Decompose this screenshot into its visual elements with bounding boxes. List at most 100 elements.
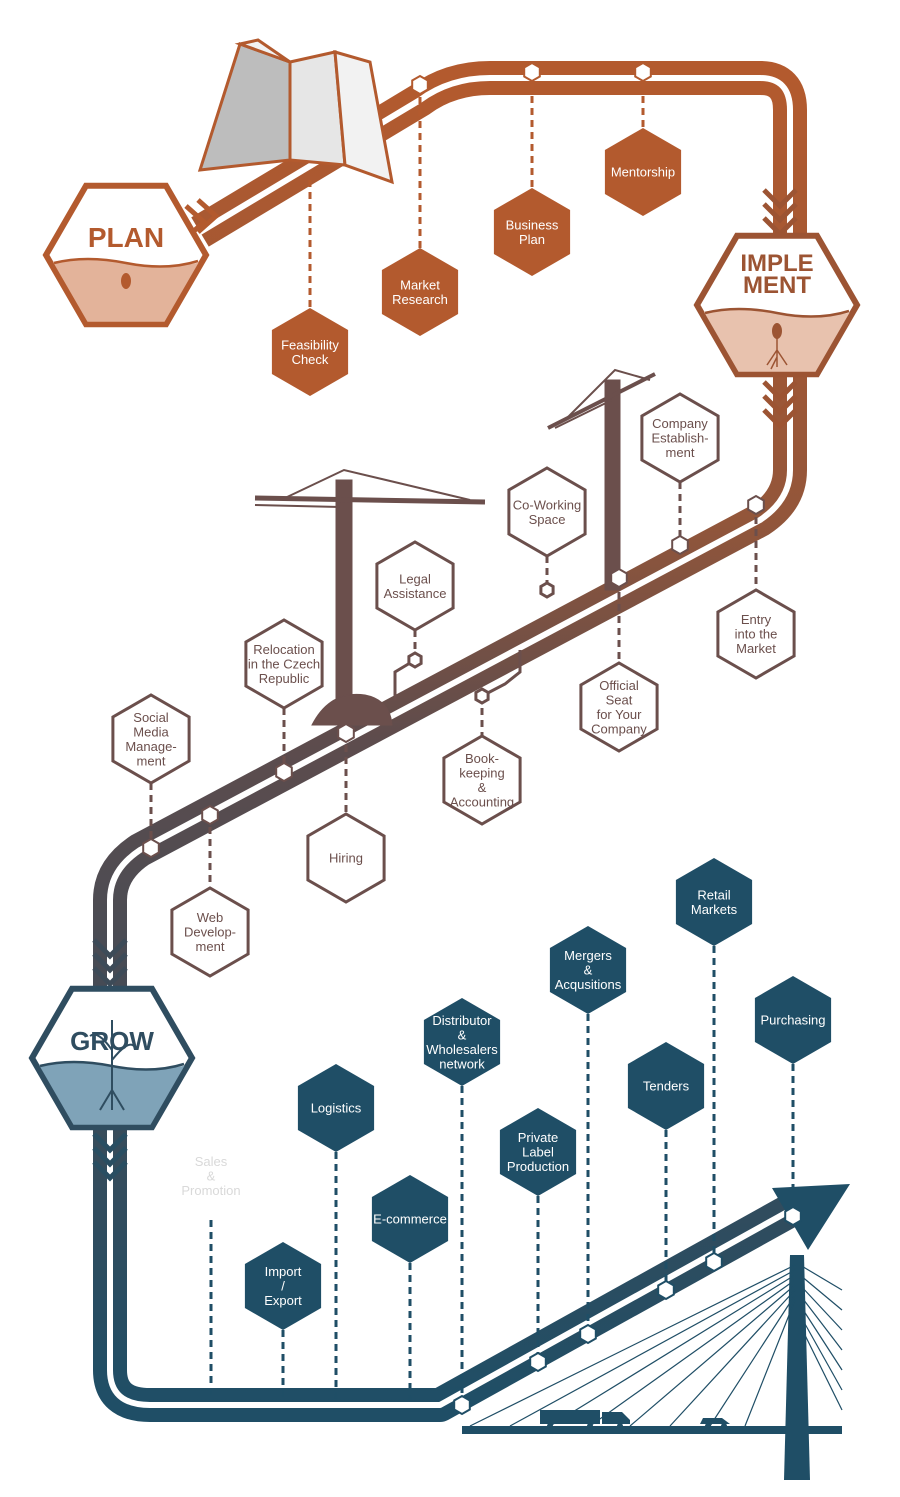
item-label: Company bbox=[591, 721, 647, 736]
item-label: for Your bbox=[597, 707, 642, 722]
item-label: Republic bbox=[259, 671, 310, 686]
road-node-dot bbox=[747, 494, 765, 516]
crane-icon bbox=[254, 468, 486, 726]
item-label: Label bbox=[522, 1145, 554, 1160]
item-label: Web bbox=[197, 910, 224, 925]
item-label: Mentorship bbox=[611, 165, 675, 180]
bridge-icon bbox=[462, 1255, 843, 1480]
item-label: Import bbox=[265, 1264, 302, 1279]
item-label: keeping bbox=[459, 765, 505, 780]
item-label: Purchasing bbox=[760, 1013, 825, 1028]
grow-item-hexagon: E-commerce bbox=[371, 1175, 449, 1263]
road-node-dot bbox=[784, 1205, 802, 1227]
road-node-dot bbox=[634, 61, 652, 83]
item-label: & bbox=[458, 1027, 467, 1042]
item-label: Retail bbox=[697, 887, 730, 902]
item-label: Plan bbox=[519, 232, 545, 247]
item-label: Space bbox=[529, 512, 566, 527]
item-label: Wholesalers bbox=[426, 1042, 498, 1057]
road-node-dot bbox=[142, 837, 160, 859]
item-label: Tenders bbox=[643, 1079, 690, 1094]
plan-stage-hexagon: PLAN bbox=[42, 182, 210, 328]
item-label: Market bbox=[400, 277, 440, 292]
grow-bottom-chevrons bbox=[92, 1132, 128, 1182]
item-label: Logistics bbox=[311, 1101, 362, 1116]
stage-label: MENT bbox=[743, 272, 811, 299]
item-label: & bbox=[207, 1169, 216, 1184]
implement-item-hexagon: Hiring bbox=[306, 812, 386, 904]
item-label: Acqusitions bbox=[555, 977, 622, 992]
item-label: Production bbox=[507, 1159, 569, 1174]
item-label: Seat bbox=[606, 692, 633, 707]
item-label: Promotion bbox=[181, 1183, 240, 1198]
item-label: Establish- bbox=[651, 431, 708, 446]
seed-icon bbox=[121, 273, 131, 289]
crane-icon bbox=[547, 368, 656, 591]
stage-label: IMPLE bbox=[740, 250, 813, 277]
grow-item-hexagon: Sales&Promotion bbox=[181, 1154, 240, 1198]
plan-item-hexagon: Mentorship bbox=[604, 128, 682, 216]
road-node-dot bbox=[411, 74, 429, 96]
pipe-node bbox=[474, 687, 490, 705]
truck-icon bbox=[540, 1410, 630, 1429]
item-label: Book- bbox=[465, 751, 499, 766]
item-label: Sales bbox=[195, 1154, 228, 1169]
grow-item-hexagon: Mergers&Acqusitions bbox=[549, 926, 627, 1014]
item-label: Research bbox=[392, 292, 448, 307]
item-label: / bbox=[281, 1279, 285, 1294]
item-label: E-commerce bbox=[373, 1212, 447, 1227]
road-node-dot bbox=[529, 1351, 547, 1373]
road-node-dot bbox=[610, 567, 628, 589]
item-label: Mergers bbox=[564, 948, 612, 963]
pipe-node bbox=[407, 651, 423, 669]
item-label: Markets bbox=[691, 902, 738, 917]
road-node-dot bbox=[523, 61, 541, 83]
item-label: Feasibility bbox=[281, 337, 339, 352]
item-label: network bbox=[439, 1056, 485, 1071]
item-label: Private bbox=[518, 1130, 558, 1145]
car-icon bbox=[700, 1418, 730, 1429]
item-label: Legal bbox=[399, 571, 431, 586]
item-label: Market bbox=[736, 641, 776, 656]
item-label: Accounting bbox=[450, 794, 514, 809]
grow-top-chevrons bbox=[92, 938, 128, 988]
item-label: Co-Working bbox=[513, 497, 581, 512]
item-label: ment bbox=[666, 445, 695, 460]
road-node-dot bbox=[453, 1394, 471, 1416]
seed-icon bbox=[772, 323, 782, 339]
item-label: Export bbox=[264, 1293, 302, 1308]
stage-label: PLAN bbox=[88, 222, 164, 253]
roots-icon bbox=[766, 335, 788, 370]
implement-bottom-chevrons bbox=[762, 380, 798, 430]
item-label: Distributor bbox=[432, 1013, 492, 1028]
item-label: Entry bbox=[741, 612, 772, 627]
grow-item-hexagon: Import/Export bbox=[244, 1242, 322, 1330]
item-label: into the bbox=[735, 627, 778, 642]
road-node-dot bbox=[201, 804, 219, 826]
item-label: Social bbox=[133, 710, 169, 725]
item-label: ment bbox=[196, 939, 225, 954]
item-label: Business bbox=[506, 217, 559, 232]
item-label: in the Czech bbox=[248, 657, 320, 672]
grow-item-hexagon: Tenders bbox=[627, 1042, 705, 1130]
item-label: Develop- bbox=[184, 925, 236, 940]
road-node-dot bbox=[705, 1251, 723, 1273]
item-label: Check bbox=[292, 352, 329, 367]
item-label: & bbox=[478, 780, 487, 795]
item-label: Media bbox=[133, 724, 169, 739]
